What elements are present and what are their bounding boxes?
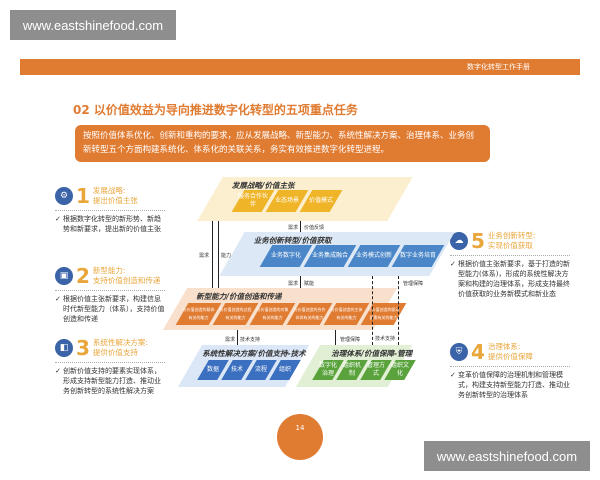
connector-line	[335, 330, 336, 345]
item-number: 2	[76, 264, 90, 288]
layer-title: 治理体系/价值保障-管理	[331, 349, 413, 358]
connector-line	[372, 276, 373, 345]
box-label: 管理方式	[366, 362, 385, 377]
item-subtitle: 提供价值支持	[92, 348, 138, 357]
item-desc: 创新价值支持的要素实现体系，形成支持新型能力打造、推动业务创新转型的系统性解决方…	[55, 366, 165, 396]
box-label: 与价值创造的过程有关的能力	[219, 307, 252, 320]
page-number: 14	[277, 414, 323, 460]
box-label: 业务模式创新	[355, 252, 392, 259]
label-guarantee: 管理保障	[403, 281, 424, 287]
label-support: 赋能	[304, 281, 315, 287]
label-demand: 需求	[199, 253, 210, 259]
box-label: 业务数字化	[270, 252, 301, 259]
item-desc: 根据数字化转型的新形势、新趋势和新要求，提出新的价值主张	[55, 214, 165, 234]
page-title: 02 以价值效益为导向推进数字化转型的五项重点任务	[73, 103, 358, 117]
box-label: 价值模式	[308, 197, 333, 204]
item-title: 发展战略:	[92, 186, 126, 195]
item-title: 业务创新转型:	[487, 231, 536, 240]
box-label: 数字化治理	[318, 362, 337, 377]
item-desc: 根据价值主张新要求，基于打造的新型能力(体系)，形成的系统性解决方案和构建的治理…	[450, 259, 570, 299]
item-subtitle: 提供价值保障	[487, 352, 533, 361]
intro-box: 按照价值体系优化、创新和重构的要求，应从发展战略、新型能力、系统性解决方案、治理…	[75, 125, 490, 162]
label-tech: 技术支持	[375, 336, 396, 342]
box-label: 业态场景	[274, 197, 299, 204]
box-label: 数据	[206, 366, 219, 373]
box-label: 与价值创造的载体有关的能力	[182, 307, 215, 320]
box-label: 技术	[230, 366, 243, 373]
item-desc: 根据价值主张新要求，构建信息时代新型能力（体系），支持价值创造和传递	[55, 294, 165, 324]
solution-icon: ◧	[55, 339, 73, 357]
item-subtitle: 支持价值创造和传递	[92, 276, 161, 285]
item-subtitle: 提出价值主张	[92, 196, 138, 205]
item-number: 4	[471, 340, 485, 364]
header-title: 数字化转型工作手册	[467, 63, 530, 71]
item-subtitle: 实现价值获取	[487, 241, 533, 250]
label-guarantee: 管理保障	[340, 337, 361, 343]
box-label: 数字业务培育	[399, 252, 436, 259]
label-demand: 需求	[288, 225, 299, 231]
gear-icon: ⚙	[55, 187, 73, 205]
briefcase-icon: ▣	[55, 267, 73, 285]
box-label: 组织机制	[342, 362, 361, 377]
connector-line	[212, 221, 213, 288]
box-label: 与价值创造的主体有关的能力	[330, 307, 363, 320]
item-title: 系统性解决方案:	[92, 338, 148, 347]
item-desc: 变革价值保障的治理机制和管理模式，构建支持新型能力打造、推动业务创新转型的治理体…	[450, 370, 570, 400]
box-label: 与价值创造的对象有关的能力	[256, 307, 289, 320]
shield-icon: ⛨	[450, 343, 468, 361]
box-label: 与价值创造的合作伙伴有关的能力	[293, 307, 326, 320]
watermark: www.eastshinefood.com	[10, 10, 176, 40]
connector-line	[398, 276, 399, 345]
layer-title: 系统性解决方案/价值支持-技术	[202, 349, 306, 358]
capability-box: 与价值创造的驱动要素有关的能力	[360, 303, 407, 325]
item-title: 治理体系:	[487, 342, 521, 351]
label-value-feedback: 价值反馈	[304, 225, 325, 231]
box-label: 组织文化	[390, 362, 409, 377]
layer-strategy: 发展战略/价值主张	[197, 177, 413, 221]
item-number: 5	[471, 229, 485, 253]
item-title: 新型能力:	[92, 266, 126, 275]
label-demand: 需求	[225, 337, 236, 343]
box-label: 组织	[278, 366, 291, 373]
watermark: www.eastshinefood.com	[424, 441, 590, 471]
label-tech: 技术支持	[240, 337, 261, 343]
box-label: 流程	[254, 366, 267, 373]
header-bar: 数字化转型工作手册	[20, 59, 580, 75]
connector-line	[218, 221, 219, 288]
cloud-icon: ☁	[450, 232, 468, 250]
label-demand: 需求	[288, 281, 299, 287]
box-label: 服务合作伙伴	[238, 193, 269, 208]
item-number: 1	[76, 184, 90, 208]
box-label: 业务集成融合	[311, 252, 348, 259]
connector-line	[237, 330, 238, 345]
label-capability: 能力	[221, 253, 232, 259]
layer-title: 新型能力/价值创造和传递	[196, 292, 282, 301]
item-number: 3	[76, 336, 90, 360]
connector-line	[300, 221, 301, 232]
connector-line	[300, 276, 301, 288]
